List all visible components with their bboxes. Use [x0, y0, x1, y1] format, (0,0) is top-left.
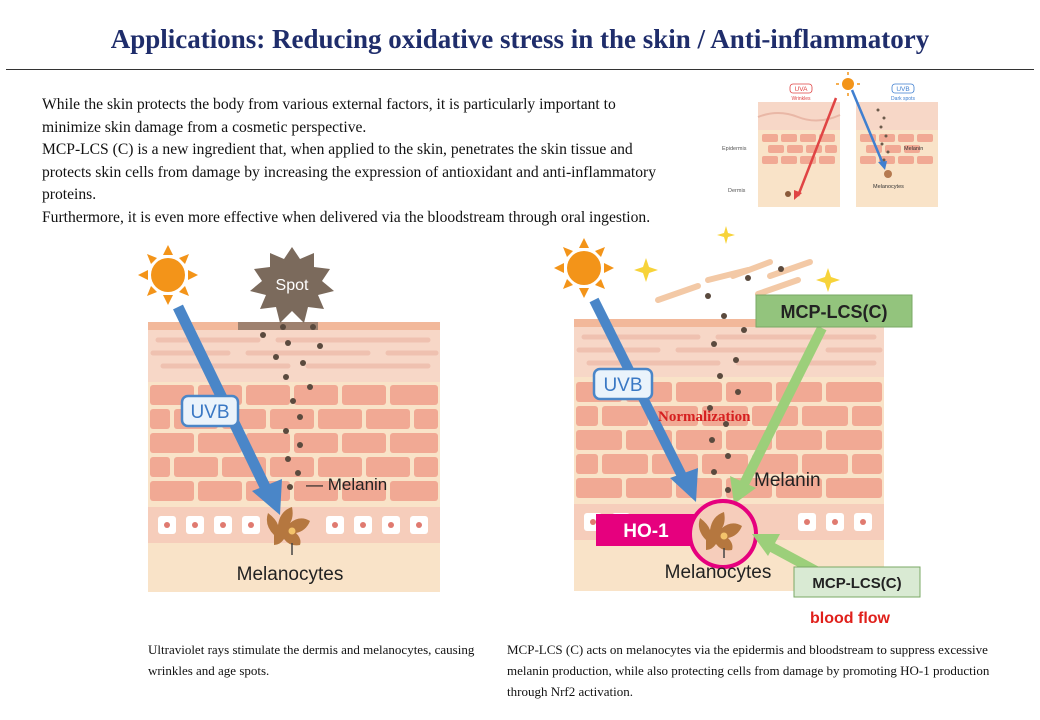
left-melanin-dots: [260, 324, 323, 490]
left-basal-cells: [158, 516, 428, 534]
left-uvb-badge: [180, 394, 240, 428]
right-uvb-label: UVB: [603, 375, 642, 396]
intro-paragraph-2: MCP-LCS (C) is a new ingredient that, wh…: [42, 141, 657, 204]
highlighted-melanocyte: [688, 499, 758, 569]
left-skin-cells: [150, 385, 438, 501]
intro-paragraph-3: Furthermore, it is even more effective w…: [42, 208, 651, 226]
thumb-epidermis-label: Epidermis: [722, 146, 747, 152]
right-sun-icon: [554, 238, 614, 298]
intro-paragraph-1: While the skin protects the body from va…: [42, 96, 616, 136]
ho1-badge: [596, 514, 696, 546]
page-title: Applications: Reducing oxidative stress …: [110, 24, 930, 54]
left-melanocytes-label: Melanocytes: [237, 564, 344, 585]
mcp-top-label: MCP-LCS(C): [781, 302, 888, 322]
left-uvb-label: UVB: [190, 402, 229, 423]
thumb-melanocytes-label: Melanocytes: [873, 184, 904, 190]
thumb-wrinkles-label: Wrinkles: [791, 96, 811, 102]
thumb-melanin-label: Melanin: [904, 146, 923, 152]
flaking-skin-pieces: [655, 259, 813, 303]
left-sun-icon: [138, 245, 198, 305]
right-caption: MCP-LCS (C) acts on melanocytes via the …: [507, 642, 990, 699]
left-melanin-label: — Melanin: [306, 475, 387, 494]
thumb-uvb-label: UVB: [896, 86, 909, 93]
normalization-label: Normalization: [658, 409, 751, 425]
intro-text: While the skin protects the body from va…: [42, 94, 672, 230]
title-divider: [6, 69, 1034, 70]
mcp-top-badge: [755, 294, 913, 328]
thumb-dark-spots-label: Dark spots: [891, 96, 915, 102]
thumb-dermis-label: Dermis: [728, 188, 746, 194]
thumb-uva-label: UVA: [795, 86, 809, 93]
blood-flow-label: blood flow: [810, 610, 891, 627]
left-melanocyte-icon: [266, 507, 310, 555]
right-uvb-badge: [592, 367, 654, 401]
skin-thumbnail: UVA Wrinkles UVB Dark spots Epidermis De…: [722, 72, 938, 207]
left-skin-block: [148, 322, 440, 592]
ho1-label: HO-1: [623, 521, 669, 542]
right-melanin-label: Melanin: [754, 470, 821, 491]
left-skin-diagram: Spot UVB — Melanin Melanocytes: [138, 245, 440, 592]
spot-label: Spot: [276, 277, 309, 294]
right-melanocytes-label: Melanocytes: [665, 562, 772, 583]
right-skin-diagram: UVB MCP-LCS(C) Normalization Melanin HO-…: [554, 226, 921, 627]
right-melanin-dots: [705, 266, 784, 493]
mcp-top-arrow: [730, 325, 827, 504]
sparkle-icons: [634, 226, 840, 292]
left-caption: Ultraviolet rays stimulate the dermis an…: [148, 642, 475, 678]
spot-starburst-icon: [250, 247, 334, 323]
thumb-left-block: [757, 97, 841, 207]
thumb-right-block: [850, 89, 938, 207]
mcp-bottom-label: MCP-LCS(C): [812, 575, 901, 592]
thumb-sun-icon: [836, 72, 860, 96]
mcp-bottom-badge: [793, 566, 921, 598]
